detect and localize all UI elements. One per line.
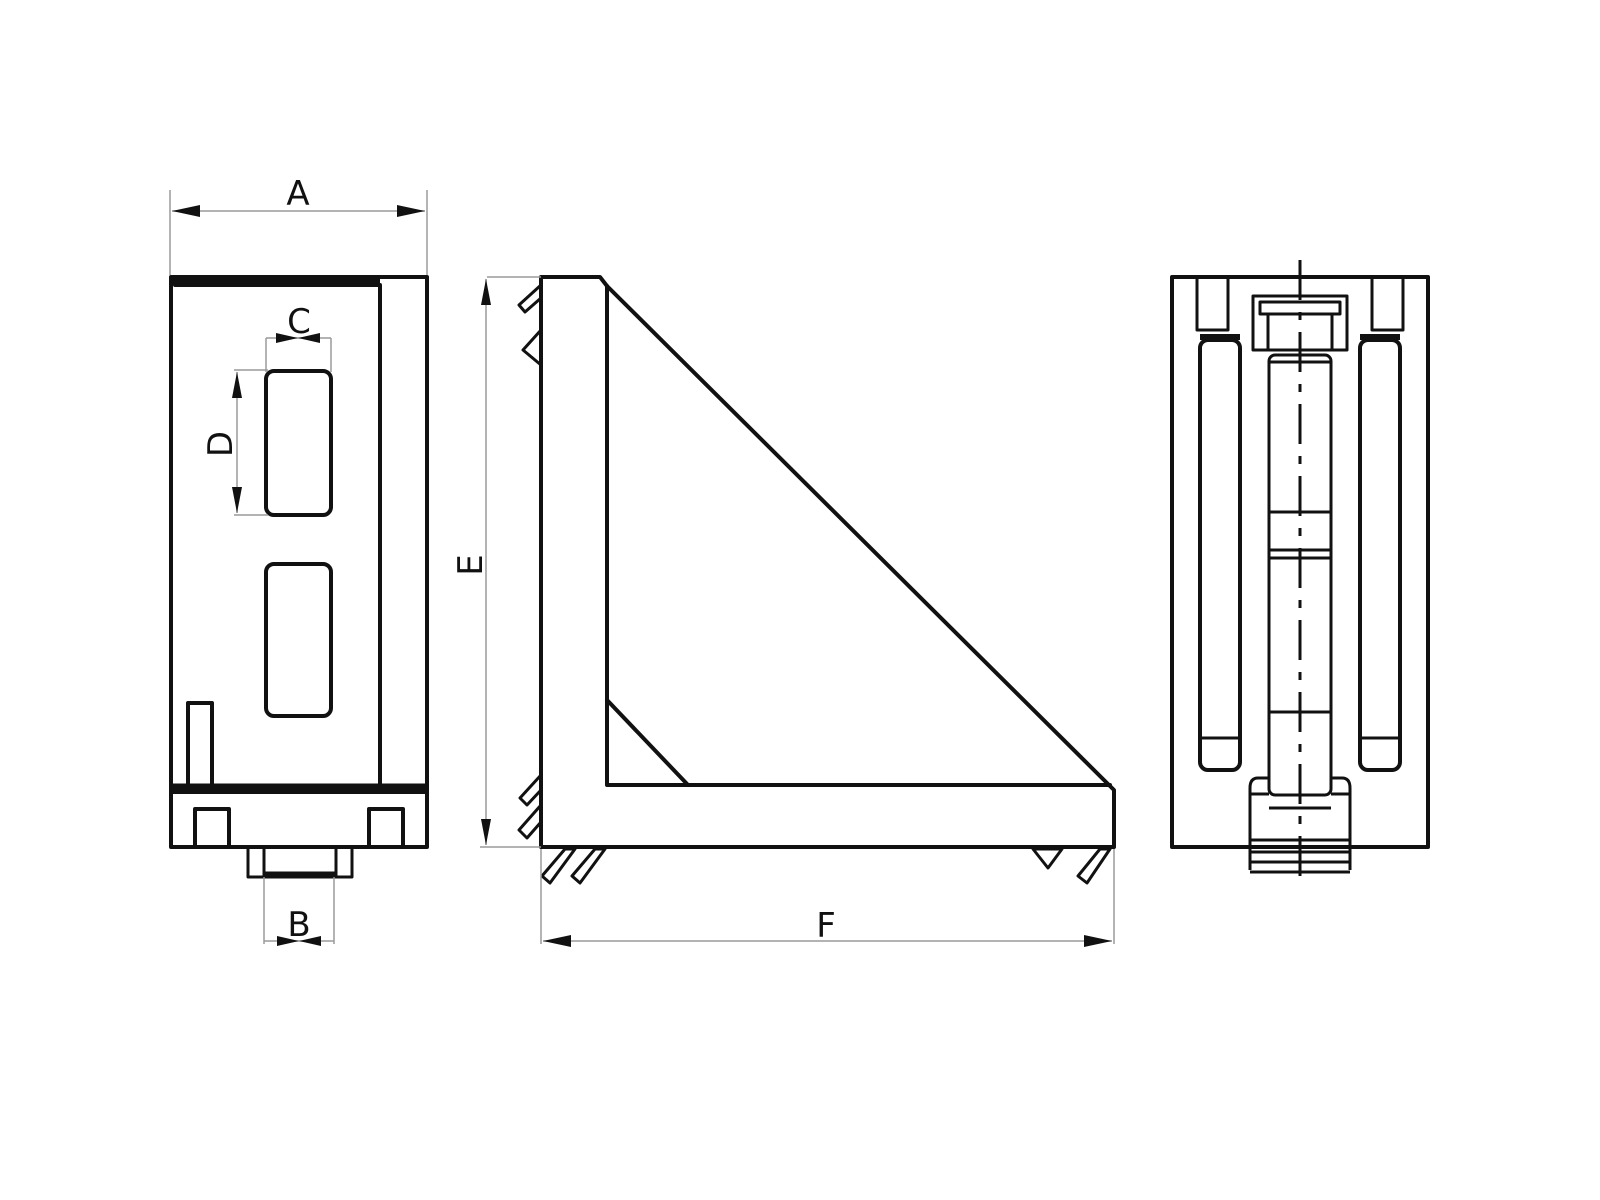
dimension-label-a: A [286, 174, 309, 214]
end-view [1170, 260, 1430, 888]
dimension-label-d: D [201, 431, 241, 457]
front-t-nut [246, 845, 354, 879]
end-bottom-clamp [1248, 776, 1352, 870]
dimension-e: E [451, 276, 541, 848]
tooth [1031, 847, 1064, 870]
front-foot-right [367, 807, 405, 847]
tooth [540, 847, 577, 885]
dimension-label-e: E [451, 554, 491, 575]
dimension-label-b: B [287, 905, 310, 945]
slot-upper [264, 369, 333, 517]
slot-lower [264, 562, 333, 718]
dimension-label-c: C [287, 302, 311, 342]
end-rail-left [1198, 338, 1242, 772]
gusset-outline [539, 275, 1116, 849]
dimension-c: C [265, 302, 332, 372]
tooth [570, 847, 607, 885]
dimension-a: A [169, 174, 428, 275]
dimension-f: F [540, 849, 1115, 947]
tooth [1076, 847, 1112, 885]
tooth [521, 328, 543, 367]
tooth [517, 803, 543, 840]
side-view: E F [451, 275, 1116, 947]
dimension-b: B [263, 877, 335, 946]
front-view: A C [169, 174, 429, 946]
front-foot-left [193, 807, 231, 847]
front-tab [186, 701, 214, 789]
tooth [518, 773, 543, 807]
end-rail-right [1358, 338, 1402, 772]
dimension-label-f: F [816, 906, 836, 946]
dimension-d: D [201, 369, 268, 516]
tooth [517, 283, 543, 314]
